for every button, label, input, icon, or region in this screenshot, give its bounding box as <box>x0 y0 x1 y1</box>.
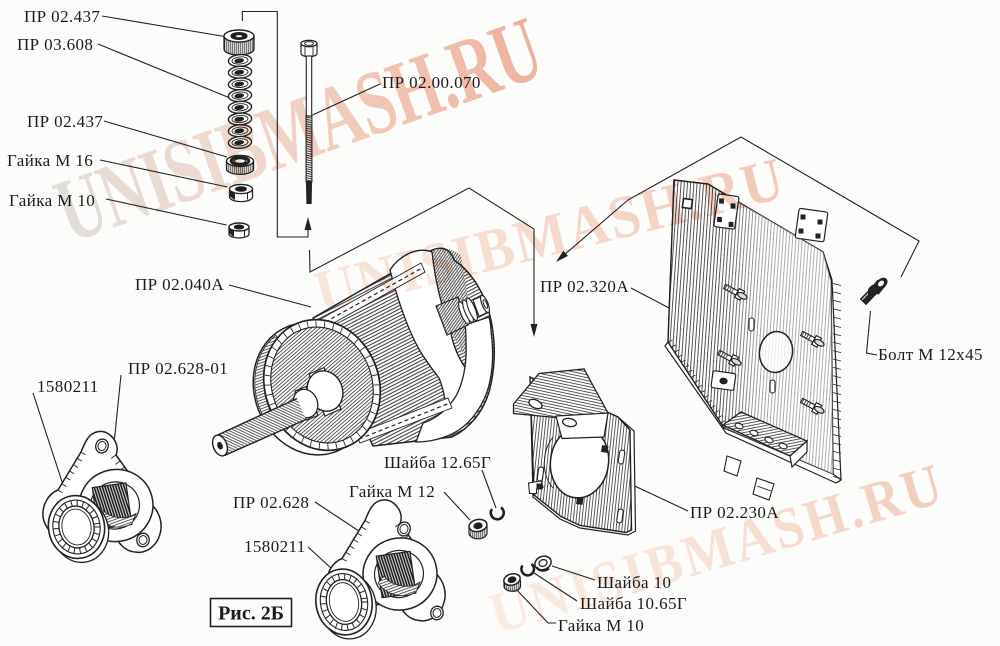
svg-text:ПР 02.437: ПР 02.437 <box>27 112 103 131</box>
svg-text:ПР 02.320А: ПР 02.320А <box>540 277 629 296</box>
svg-text:ПР 02.628-01: ПР 02.628-01 <box>128 359 228 378</box>
svg-text:Шайба 12.65Г: Шайба 12.65Г <box>384 453 491 472</box>
svg-text:Гайка М 10: Гайка М 10 <box>9 191 95 210</box>
svg-text:Гайка М 12: Гайка М 12 <box>349 482 435 501</box>
svg-text:Болт М 12х45: Болт М 12х45 <box>878 345 983 364</box>
svg-text:ПР 03.608: ПР 03.608 <box>17 35 93 54</box>
svg-text:Шайба 10: Шайба 10 <box>597 573 671 592</box>
svg-text:ПР 02.230А: ПР 02.230А <box>690 503 779 522</box>
svg-text:ПР 02.040А: ПР 02.040А <box>135 275 224 294</box>
svg-text:ПР 02.437: ПР 02.437 <box>24 7 100 26</box>
svg-text:Гайка М 10: Гайка М 10 <box>558 616 644 635</box>
svg-text:Рис. 2Б: Рис. 2Б <box>218 603 284 625</box>
svg-text:1580211: 1580211 <box>244 537 306 556</box>
svg-text:Шайба 10.65Г: Шайба 10.65Г <box>580 594 687 613</box>
svg-text:ПР 02.628: ПР 02.628 <box>233 493 309 512</box>
svg-text:ПР 02.00.070: ПР 02.00.070 <box>382 73 481 92</box>
svg-text:Гайка М 16: Гайка М 16 <box>7 151 93 170</box>
svg-text:1580211: 1580211 <box>37 377 99 396</box>
